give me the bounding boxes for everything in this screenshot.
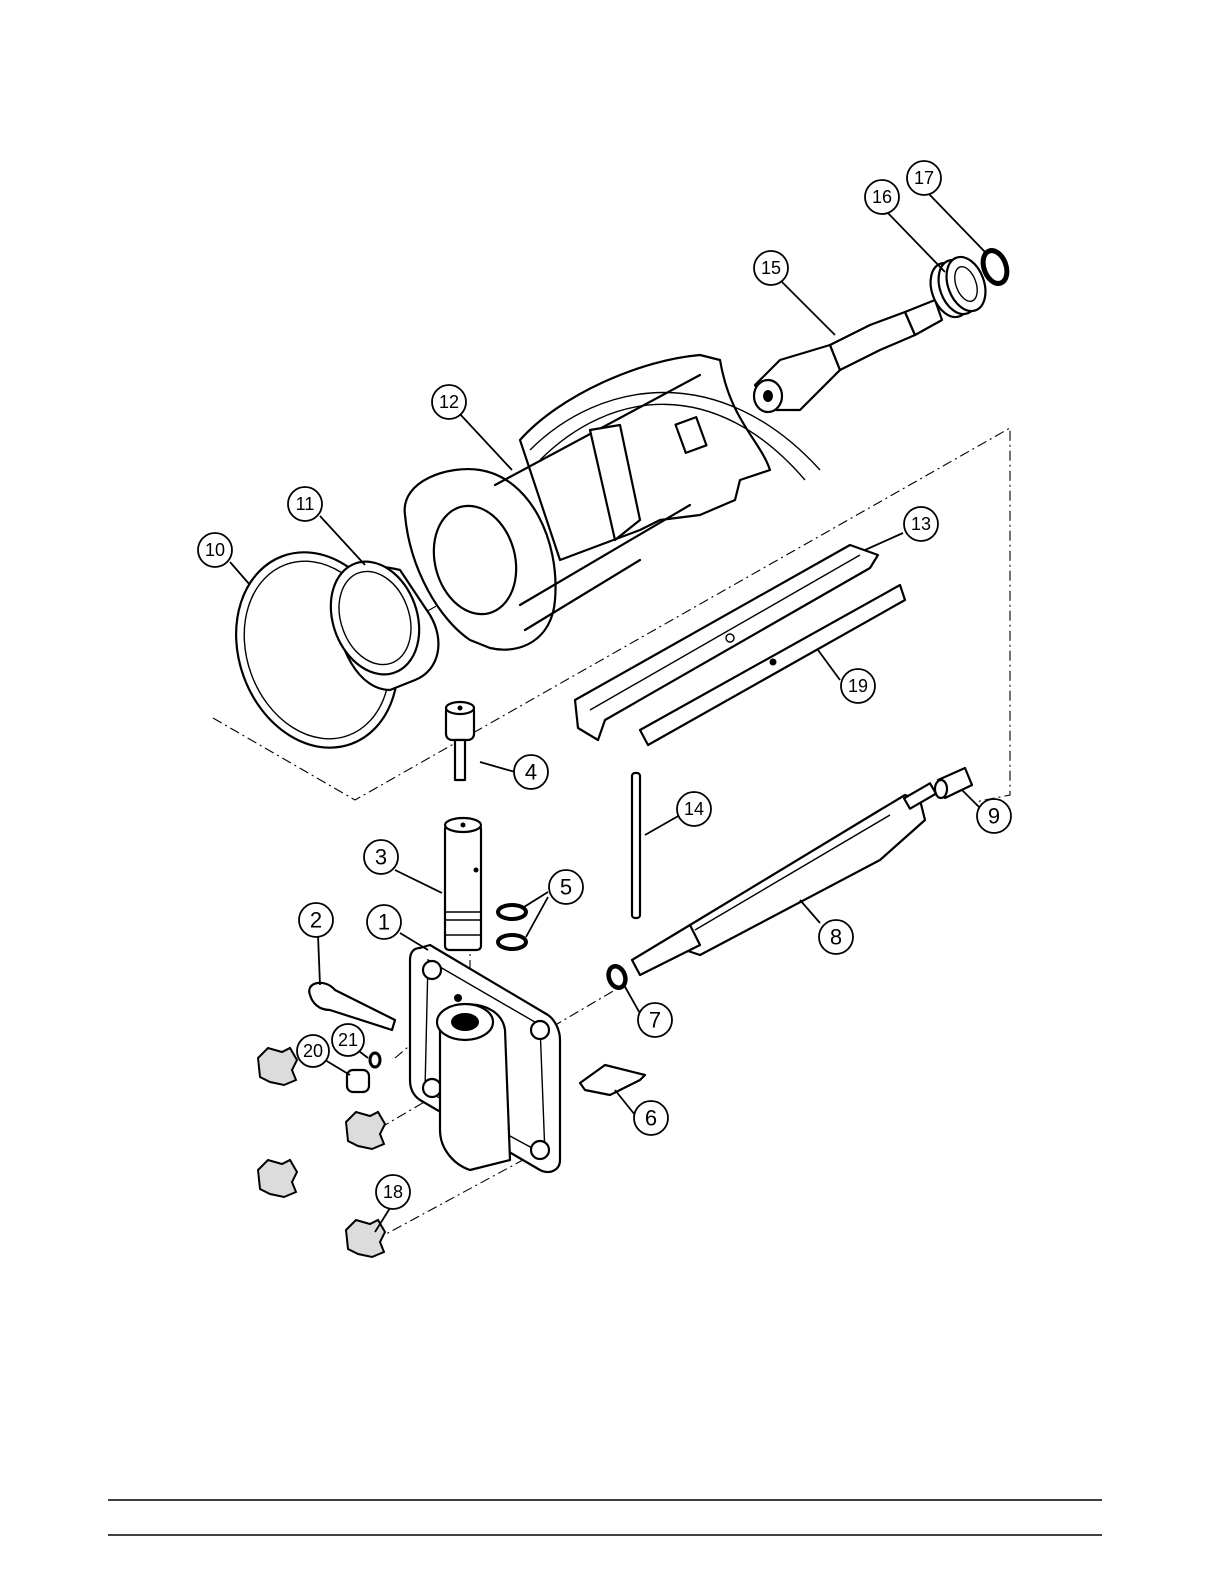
callout-7-label: 7 [649, 1008, 661, 1033]
callout-16-label: 16 [872, 187, 892, 207]
callout-3-label: 3 [375, 845, 387, 870]
callout-13-label: 13 [911, 514, 931, 534]
callout-16: 16 [865, 180, 899, 214]
part-14-pin [632, 773, 640, 918]
part-20-prime-plug [347, 1070, 369, 1092]
callout-11: 11 [288, 487, 322, 521]
callout-1-label: 1 [378, 910, 390, 935]
callout-10: 10 [198, 533, 232, 567]
callout-9: 9 [977, 799, 1011, 833]
callout-19: 19 [841, 669, 875, 703]
callout-18: 18 [376, 1175, 410, 1209]
callout-5: 5 [549, 870, 583, 904]
part-3-draw-valve [445, 818, 481, 950]
callout-5-label: 5 [560, 875, 572, 900]
callout-2: 2 [299, 903, 333, 937]
callout-10-label: 10 [205, 540, 225, 560]
callout-11-label: 11 [296, 494, 315, 514]
callout-4: 4 [514, 755, 548, 789]
part-6-retainer [580, 1065, 645, 1095]
part-13-scraper-blade [575, 545, 878, 740]
callout-12: 12 [432, 385, 466, 419]
part-21-o-ring [370, 1053, 380, 1067]
part-4-plunger [446, 702, 474, 780]
callout-1: 1 [367, 905, 401, 939]
part-1-door-faceplate [410, 945, 560, 1172]
callout-17-label: 17 [914, 168, 934, 188]
callout-14-label: 14 [684, 799, 704, 819]
footer-rules [108, 1500, 1102, 1535]
callout-18-label: 18 [383, 1182, 403, 1202]
callout-8-label: 8 [830, 925, 842, 950]
part-2-handle [309, 983, 395, 1030]
callout-20: 20 [297, 1035, 329, 1067]
callout-15-label: 15 [761, 258, 781, 278]
callout-2-label: 2 [310, 908, 322, 933]
callout-21: 21 [332, 1024, 364, 1056]
callout-15: 15 [754, 251, 788, 285]
callout-7: 7 [638, 1003, 672, 1037]
callout-3: 3 [364, 840, 398, 874]
callout-4-label: 4 [525, 760, 537, 785]
callout-12-label: 12 [439, 392, 459, 412]
callout-6: 6 [634, 1101, 668, 1135]
callout-17: 17 [907, 161, 941, 195]
callout-13: 13 [904, 507, 938, 541]
callout-6-label: 6 [645, 1106, 657, 1131]
callout-14: 14 [677, 792, 711, 826]
part-15-drive-shaft [754, 300, 942, 412]
part-5-o-rings [498, 905, 526, 949]
callout-8: 8 [819, 920, 853, 954]
callout-20-label: 20 [303, 1041, 323, 1061]
callout-9-label: 9 [988, 804, 1000, 829]
callout-19-label: 19 [848, 676, 868, 696]
callout-21-label: 21 [338, 1030, 358, 1050]
